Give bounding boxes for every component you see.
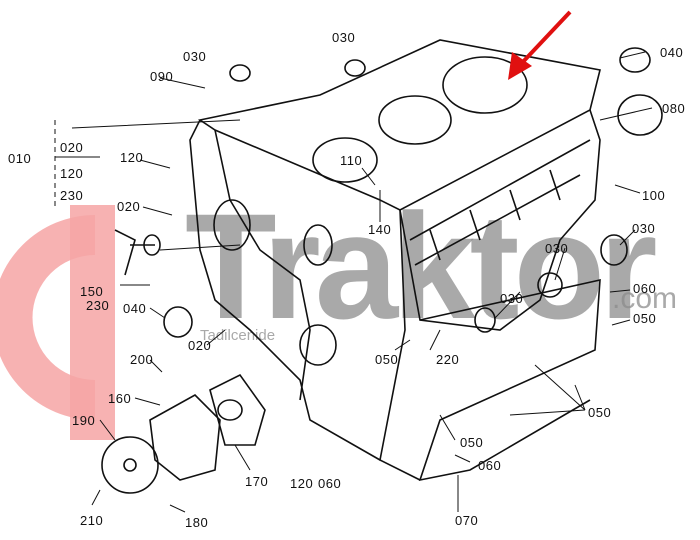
part-label: 030 <box>632 221 656 236</box>
watermark-tagline: Tadilcenide <box>200 327 276 344</box>
part-label: 030 <box>500 291 524 306</box>
part-label: 070 <box>455 513 479 528</box>
part-label: 060 <box>318 476 342 491</box>
part-label: 030 <box>545 241 569 256</box>
part-label: 050 <box>588 405 612 420</box>
part-label: 230 <box>60 188 84 203</box>
part-label: 120 <box>290 476 314 491</box>
part-label: 220 <box>436 352 460 367</box>
part-label: 230 <box>86 298 110 313</box>
part-label: 050 <box>460 435 484 450</box>
part-label: 110 <box>340 153 363 168</box>
part-label: 050 <box>375 352 399 367</box>
part-label: 010 <box>8 151 32 166</box>
part-label: 020 <box>60 140 84 155</box>
part-label: 100 <box>642 188 666 203</box>
part-label: 210 <box>80 513 104 528</box>
part-label: 140 <box>368 222 392 237</box>
part-label: 020 <box>188 338 212 353</box>
part-label: 150 <box>80 284 104 299</box>
part-label: 080 <box>662 101 686 116</box>
part-label: 160 <box>108 391 132 406</box>
watermark-brand: Traktor <box>185 182 658 350</box>
part-label: 030 <box>183 49 207 64</box>
part-label: 170 <box>245 474 269 489</box>
part-label: 020 <box>117 199 141 214</box>
part-label: 200 <box>130 352 154 367</box>
part-label: 060 <box>478 458 502 473</box>
part-label: 120 <box>60 166 84 181</box>
part-label: 090 <box>150 69 174 84</box>
part-label: 030 <box>332 30 356 45</box>
part-label: 040 <box>123 301 147 316</box>
part-label: 060 <box>633 281 657 296</box>
part-label: 050 <box>633 311 657 326</box>
part-label: 120 <box>120 150 144 165</box>
watermark-suffix: .com <box>612 282 678 315</box>
part-label: 180 <box>185 515 209 530</box>
part-label: 190 <box>72 413 96 428</box>
part-label: 040 <box>660 45 684 60</box>
